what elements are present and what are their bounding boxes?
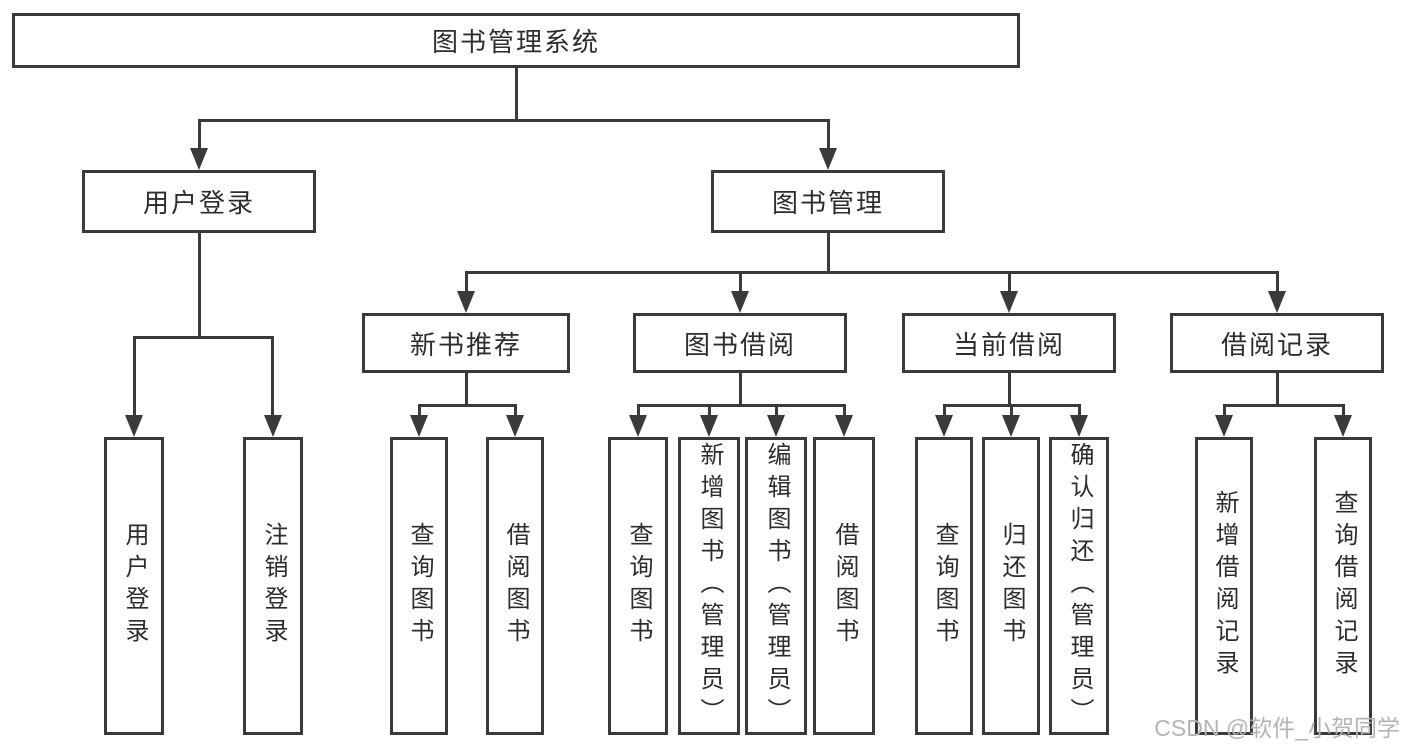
leaf-user-login: 用户登录 bbox=[104, 437, 164, 735]
leaf-query-books-3: 查询图书 bbox=[915, 437, 973, 735]
node-label: 借阅图书 bbox=[831, 522, 858, 650]
connector-book-mgmt-drop bbox=[827, 233, 830, 271]
node-label: 图书管理 bbox=[771, 188, 884, 218]
connector-bar bbox=[637, 404, 845, 407]
connector-user-login-bar bbox=[133, 336, 274, 339]
connector-stem bbox=[271, 336, 274, 418]
node-label: 当前借阅 bbox=[952, 329, 1065, 360]
arrowhead-down-icon bbox=[190, 148, 208, 170]
connector-stem bbox=[637, 404, 640, 418]
leaf-query-borrow-record: 查询借阅记录 bbox=[1314, 437, 1372, 735]
connector-stem bbox=[418, 404, 421, 418]
leaf-confirm-return-admin: 确认归还（管理员） bbox=[1049, 437, 1109, 735]
leaf-query-books-1: 查询图书 bbox=[390, 437, 448, 735]
connector-stem bbox=[827, 119, 830, 151]
node-borrow-records: 借阅记录 bbox=[1170, 313, 1384, 373]
connector-drop bbox=[739, 373, 742, 404]
node-book-borrow: 图书借阅 bbox=[633, 313, 847, 373]
connector-drop bbox=[1276, 373, 1279, 404]
node-label: 查询图书 bbox=[931, 522, 958, 650]
node-label: 用户登录 bbox=[142, 188, 255, 218]
arrowhead-down-icon bbox=[935, 415, 953, 437]
connector-root-drop bbox=[515, 68, 518, 119]
connector-stem bbox=[1223, 404, 1226, 418]
leaf-logout: 注销登录 bbox=[243, 437, 303, 735]
arrowhead-down-icon bbox=[1002, 415, 1020, 437]
connector-stem bbox=[739, 271, 742, 295]
arrowhead-down-icon bbox=[1070, 415, 1088, 437]
leaf-query-books-2: 查询图书 bbox=[608, 437, 668, 735]
connector-drop bbox=[465, 373, 468, 404]
connector-stem bbox=[708, 404, 711, 418]
node-label: 新增图书（管理员） bbox=[696, 442, 723, 730]
arrowhead-down-icon bbox=[819, 148, 837, 170]
connector-level2-bar bbox=[199, 119, 829, 122]
arrowhead-down-icon bbox=[506, 415, 524, 437]
node-label: 新书推荐 bbox=[409, 329, 522, 360]
connector-stem bbox=[1078, 404, 1081, 418]
node-label: 归还图书 bbox=[998, 522, 1025, 650]
leaf-borrow-books-1: 借阅图书 bbox=[486, 437, 544, 735]
node-label: 图书借阅 bbox=[683, 329, 796, 360]
connector-bar bbox=[418, 404, 516, 407]
node-label: 查询图书 bbox=[406, 522, 433, 650]
arrowhead-down-icon bbox=[1000, 291, 1018, 313]
arrowhead-down-icon bbox=[835, 415, 853, 437]
node-current-borrow: 当前借阅 bbox=[902, 313, 1116, 373]
connector-stem bbox=[1276, 271, 1279, 295]
arrowhead-down-icon bbox=[731, 291, 749, 313]
node-label: 用户登录 bbox=[121, 522, 148, 650]
node-label: 确认归还（管理员） bbox=[1066, 442, 1093, 730]
leaf-add-borrow-record: 新增借阅记录 bbox=[1195, 437, 1253, 735]
connector-stem bbox=[465, 271, 468, 295]
node-new-book-recommend: 新书推荐 bbox=[362, 313, 570, 373]
connector-stem bbox=[198, 119, 201, 151]
node-label: 注销登录 bbox=[260, 522, 287, 650]
leaf-borrow-books-2: 借阅图书 bbox=[813, 437, 875, 735]
arrowhead-down-icon bbox=[629, 415, 647, 437]
arrowhead-down-icon bbox=[1268, 291, 1286, 313]
node-label: 编辑图书（管理员） bbox=[763, 442, 790, 730]
csdn-watermark: CSDN @软件_小贺同学 bbox=[1154, 715, 1400, 741]
connector-stem bbox=[775, 404, 778, 418]
connector-bar bbox=[1223, 404, 1345, 407]
node-label: 图书管理系统 bbox=[431, 27, 600, 57]
node-label: 新增借阅记录 bbox=[1211, 490, 1238, 682]
node-label: 查询借阅记录 bbox=[1330, 490, 1357, 682]
leaf-return-books: 归还图书 bbox=[982, 437, 1040, 735]
leaf-add-books-admin: 新增图书（管理员） bbox=[678, 437, 740, 735]
node-label: 借阅记录 bbox=[1220, 329, 1333, 360]
node-book-management: 图书管理 bbox=[711, 170, 945, 233]
arrowhead-down-icon bbox=[1334, 415, 1352, 437]
connector-drop bbox=[1008, 373, 1011, 404]
arrowhead-down-icon bbox=[125, 415, 143, 437]
connector-stem bbox=[1010, 404, 1013, 418]
leaf-edit-books-admin: 编辑图书（管理员） bbox=[745, 437, 807, 735]
connector-stem bbox=[943, 404, 946, 418]
connector-stem bbox=[133, 336, 136, 418]
node-label: 查询图书 bbox=[625, 522, 652, 650]
connector-stem bbox=[843, 404, 846, 418]
connector-level3-bar bbox=[465, 271, 1278, 274]
arrowhead-down-icon bbox=[767, 415, 785, 437]
connector-stem bbox=[1008, 271, 1011, 295]
node-label: 借阅图书 bbox=[502, 522, 529, 650]
arrowhead-down-icon bbox=[264, 415, 282, 437]
arrowhead-down-icon bbox=[1215, 415, 1233, 437]
connector-stem bbox=[514, 404, 517, 418]
arrowhead-down-icon bbox=[410, 415, 428, 437]
node-root: 图书管理系统 bbox=[12, 13, 1020, 68]
arrowhead-down-icon bbox=[700, 415, 718, 437]
arrowhead-down-icon bbox=[457, 291, 475, 313]
node-user-login: 用户登录 bbox=[82, 170, 316, 233]
connector-stem bbox=[1342, 404, 1345, 418]
connector-user-login-drop bbox=[198, 233, 201, 336]
